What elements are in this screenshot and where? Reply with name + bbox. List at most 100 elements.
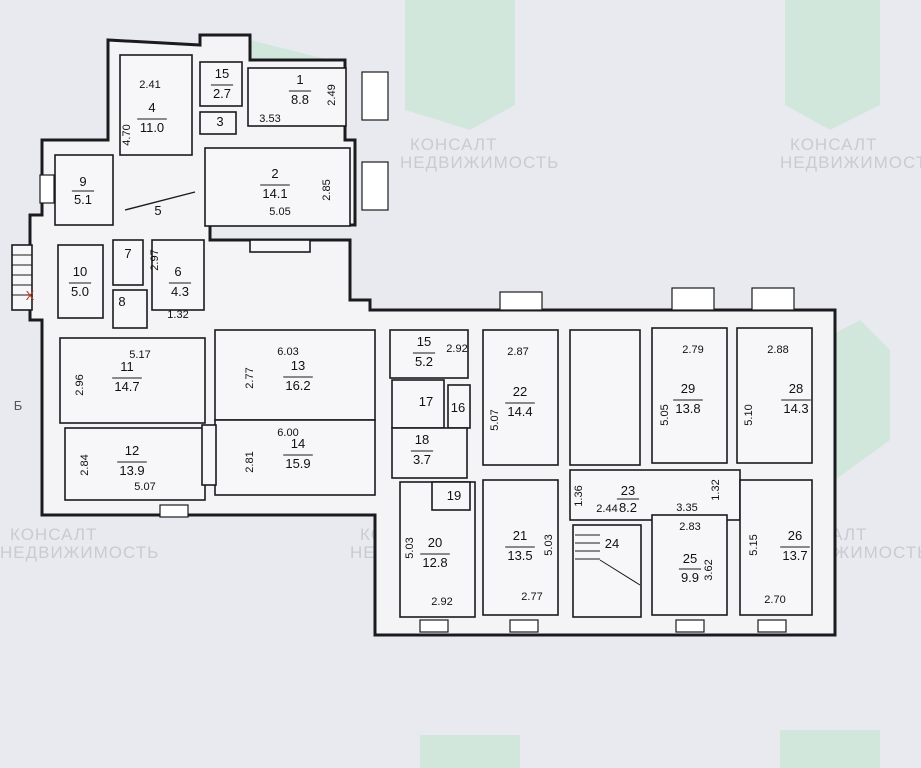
room-dimension: 6.03 [277, 346, 298, 358]
room-dimension: 5.07 [489, 409, 501, 430]
room-dimension: 2.83 [679, 521, 700, 533]
room-dimension: 2.97 [149, 249, 161, 270]
room-number: 25 [683, 551, 697, 566]
room-number: 5 [154, 203, 161, 218]
room-area: 14.4 [507, 404, 532, 419]
room-area: 2.7 [213, 86, 231, 101]
room-7-shape [112, 239, 144, 286]
windows [39, 71, 795, 633]
room-area: 14.7 [114, 379, 139, 394]
room-dimension: 1.36 [573, 485, 585, 506]
room-3-shape [199, 111, 237, 135]
exit-mark: X [26, 288, 35, 303]
room-4-shape [119, 54, 193, 156]
room-11-shape [59, 337, 206, 424]
room-dimension: 3.62 [703, 559, 715, 580]
room-area: 12.8 [422, 555, 447, 570]
room-area: 4.3 [171, 284, 189, 299]
room-area: 13.5 [507, 548, 532, 563]
room-dimension: 3.53 [259, 113, 280, 125]
room-number: 26 [788, 528, 802, 543]
room-dimension: 2.49 [326, 84, 338, 105]
room-number: 18 [415, 432, 429, 447]
room-6-shape [151, 239, 205, 311]
room-19-shape [431, 481, 471, 511]
room-number: 16 [451, 400, 465, 415]
watermark-line2-c: НЕДВИЖИМОСТЬ [0, 543, 159, 562]
watermark-line2-b: НЕДВИЖИМОСТЬ [780, 153, 921, 172]
room-dimension: 2.41 [139, 79, 160, 91]
room-area: 13.8 [675, 401, 700, 416]
room-dimension: 2.77 [521, 591, 542, 603]
room-area: 14.3 [783, 401, 808, 416]
room-number: 9 [79, 174, 86, 189]
room-13-shape [214, 329, 376, 421]
room-area: 5.1 [74, 192, 92, 207]
rooms-middle [59, 329, 376, 501]
watermark-line1-c: КОНСАЛТ [10, 525, 97, 544]
room-dimension: 5.17 [129, 349, 150, 361]
room-number: 14 [291, 436, 305, 451]
room-dimension: 2.70 [764, 594, 785, 606]
rooms-upper [54, 54, 351, 329]
room-number: 23 [621, 483, 635, 498]
room-number: 28 [789, 381, 803, 396]
left-stairs: X [11, 244, 35, 311]
room-dimension: 1.32 [710, 479, 722, 500]
room-dimension: 5.03 [543, 534, 555, 555]
room-area: 9.9 [681, 570, 699, 585]
room-dimension: 4.70 [121, 124, 133, 145]
room-number: 12 [125, 443, 139, 458]
rooms-right [389, 327, 813, 618]
room-10-shape [57, 244, 104, 319]
room-dimension: 2.77 [244, 367, 256, 388]
room-dimension: 2.85 [321, 179, 333, 200]
room-dimension: 5.07 [134, 481, 155, 493]
room-area: 8.2 [619, 500, 637, 515]
room-dimension: 2.88 [767, 344, 788, 356]
room-number: 1 [296, 72, 303, 87]
room-28-shape [736, 327, 813, 464]
room-8-shape [112, 289, 148, 329]
room-number: 22 [513, 384, 527, 399]
corridor-shape [569, 329, 641, 466]
room-dimension: 2.92 [431, 596, 452, 608]
room-25-shape [651, 514, 728, 616]
room-dimension: 6.00 [277, 427, 298, 439]
room-29-shape [651, 327, 728, 464]
room-number: 19 [447, 488, 461, 503]
room-area: 3.7 [413, 452, 431, 467]
room-24-shape [572, 524, 642, 618]
room-18-shape [391, 427, 468, 479]
room-2-shape [204, 147, 351, 227]
room-dimension: 2.44 [596, 503, 617, 515]
room-area: 13.9 [119, 463, 144, 478]
room-number: 7 [124, 246, 131, 261]
room-dimension: 1.32 [167, 309, 188, 321]
room-number: 21 [513, 528, 527, 543]
room-9-shape [54, 154, 114, 226]
room-area: 5.0 [71, 284, 89, 299]
room-15a-shape [199, 61, 243, 107]
room-area: 8.8 [291, 92, 309, 107]
room-dimension: 5.05 [659, 404, 671, 425]
watermark-line1: КОНСАЛТ [410, 135, 497, 154]
room-area: 15.9 [285, 456, 310, 471]
room-dimension: 5.03 [404, 537, 416, 558]
room-22-shape [482, 329, 559, 466]
room-number: 6 [174, 264, 181, 279]
room-number: 17 [419, 394, 433, 409]
room-number: 24 [605, 536, 619, 551]
room-area: 16.2 [285, 378, 310, 393]
watermark-line2: НЕДВИЖИМОСТЬ [400, 153, 559, 172]
room-number: 8 [118, 294, 125, 309]
room-number: 3 [216, 114, 223, 129]
room-number: 2 [271, 166, 278, 181]
room-15b-shape [389, 329, 469, 379]
room-dimension: 2.87 [507, 346, 528, 358]
room-dimension: 5.10 [743, 404, 755, 425]
room-area: 14.1 [262, 186, 287, 201]
room-number: 10 [73, 264, 87, 279]
